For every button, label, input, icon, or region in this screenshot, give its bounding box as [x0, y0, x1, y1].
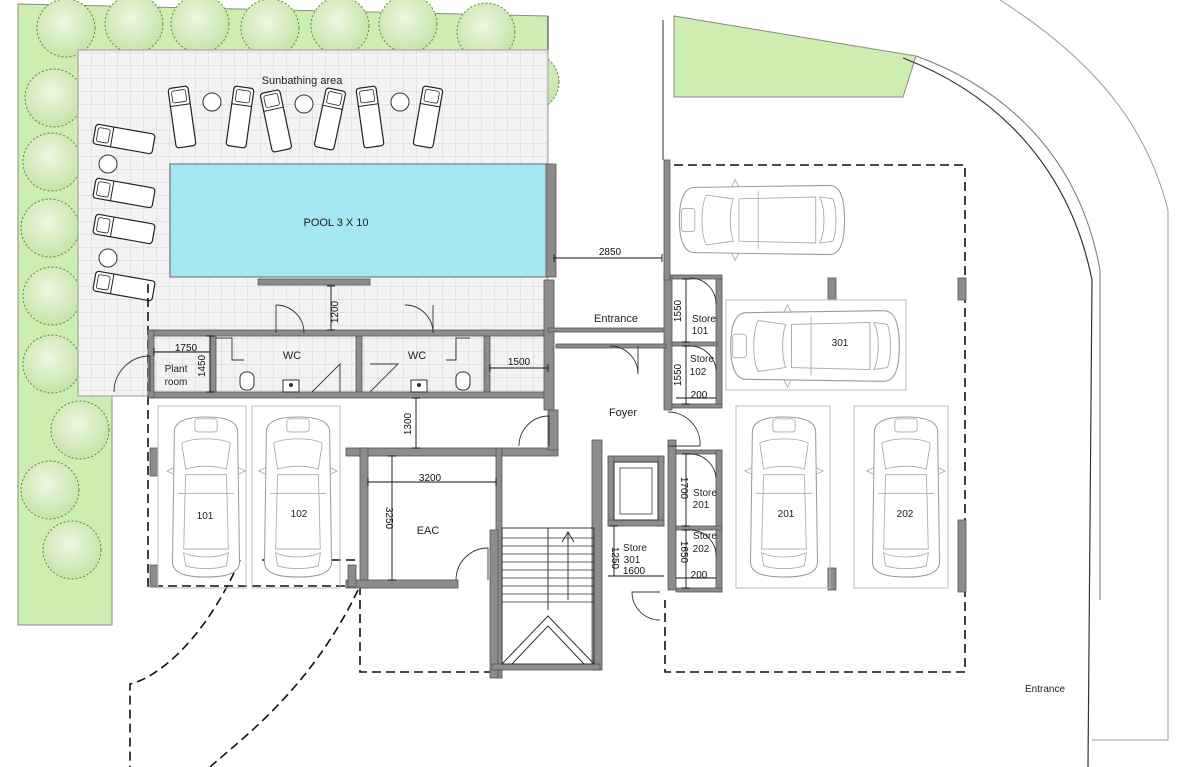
pool-label: POOL 3 X 10: [303, 217, 368, 229]
tree-icon: [22, 334, 82, 394]
store-202-label-2: 202: [693, 544, 710, 555]
car-icon: [678, 178, 846, 262]
dim-1250: 1250: [609, 547, 620, 570]
sun-lounger-icon: [92, 177, 156, 209]
tree-icon: [36, 0, 96, 58]
dim-1600: 1600: [623, 566, 646, 577]
tree-icon: [24, 68, 84, 128]
sun-lounger-icon: [92, 270, 156, 302]
parking-101-label: 101: [197, 511, 214, 522]
dim-3250: 3250: [383, 507, 394, 530]
car-icon: [866, 416, 946, 578]
eac-label: EAC: [417, 525, 440, 537]
foyer-label: Foyer: [609, 407, 637, 419]
tree-icon: [20, 460, 80, 520]
store-301-label-1: Store: [623, 543, 647, 554]
staircase: [501, 527, 595, 665]
dim-200-upper: 200: [691, 390, 708, 401]
dim-1750: 1750: [175, 343, 198, 354]
plant-room-label-2: room: [165, 377, 188, 388]
road-edge-far: [999, 0, 1169, 741]
parking-102-label: 102: [291, 509, 308, 520]
tree-icon: [50, 400, 110, 460]
store-301-label-2: 301: [624, 555, 641, 566]
lift-shaft: [613, 461, 659, 521]
entrance-inner-label: Entrance: [594, 313, 638, 325]
parking-201-label: 201: [778, 509, 795, 520]
covered-area-outline-center: [359, 586, 490, 673]
store-102-label-2: 102: [690, 367, 707, 378]
entrance-outer-label: Entrance: [1025, 684, 1065, 695]
wc-left-label: WC: [283, 350, 301, 362]
side-table-icon: [294, 94, 314, 114]
parking-bay: [725, 299, 907, 391]
dim-1550-upper: 1550: [673, 299, 684, 322]
dim-1550-lower: 1550: [673, 363, 684, 386]
stair-treads: [502, 537, 594, 603]
side-table-icon: [98, 248, 118, 268]
side-table-icon: [390, 92, 410, 112]
dim-1450: 1450: [197, 354, 208, 377]
parking-301-label: 301: [832, 338, 849, 349]
car-icon: [730, 303, 900, 389]
sun-lounger-icon: [355, 85, 385, 149]
road-curve-inner: [902, 57, 1093, 767]
sun-lounger-icon: [225, 85, 255, 149]
side-table-icon: [202, 92, 222, 112]
dim-2850: 2850: [599, 247, 622, 258]
driveway-curve-outer: [209, 589, 359, 767]
sun-lounger-icon: [92, 123, 156, 155]
dim-200-lower: 200: [691, 570, 708, 581]
pool-step: [257, 278, 371, 286]
parking-bay: [251, 405, 341, 589]
store-102-label-1: Store: [690, 354, 714, 365]
store-101-label-2: 101: [692, 326, 709, 337]
store-201-label-1: Store: [693, 488, 717, 499]
sunbathing-label: Sunbathing area: [262, 75, 344, 87]
wc-right-label: WC: [408, 350, 426, 362]
sun-lounger-icon: [259, 89, 293, 153]
sun-lounger-icon: [92, 213, 156, 245]
sun-lounger-icon: [313, 87, 347, 151]
dim-1300: 1300: [403, 412, 414, 435]
sun-lounger-icon: [412, 85, 444, 149]
store-201-label-2: 201: [693, 500, 710, 511]
pool-edge-wall: [545, 163, 557, 278]
parking-bay: [157, 405, 247, 589]
dim-1500: 1500: [508, 357, 531, 368]
tree-icon: [42, 520, 102, 580]
parking-bays: [157, 299, 949, 589]
sun-lounger-icon: [167, 85, 197, 149]
tree-icon: [20, 198, 80, 258]
tree-icon: [240, 0, 300, 58]
dim-1200: 1200: [330, 300, 341, 323]
store-202-label-1: Store: [693, 531, 717, 542]
service-block: [147, 159, 967, 679]
road-curve-outer: [915, 55, 1101, 600]
sun-loungers-group: [92, 85, 444, 302]
parking-bay: [735, 405, 831, 589]
car-icon: [258, 416, 338, 578]
dim-1650: 1650: [678, 541, 689, 564]
parking-202-label: 202: [897, 509, 914, 520]
parking-bay: [853, 405, 949, 589]
tree-icon: [22, 266, 82, 326]
car-icon: [166, 416, 246, 578]
swimming-pool: [169, 163, 549, 278]
plant-room-label-1: Plant: [165, 364, 188, 375]
car-icon: [744, 416, 824, 578]
driveway-curve-inner: [129, 559, 241, 767]
dim-3200: 3200: [419, 473, 442, 484]
cars-group: [166, 178, 946, 578]
dimension-lines: [153, 254, 716, 589]
tree-icon: [22, 132, 82, 192]
grass-area-right: [673, 15, 917, 98]
side-table-icon: [98, 154, 118, 174]
dim-1700: 1700: [678, 477, 689, 500]
wc-fixtures: [113, 277, 717, 621]
store-101-label-1: Store: [692, 314, 716, 325]
